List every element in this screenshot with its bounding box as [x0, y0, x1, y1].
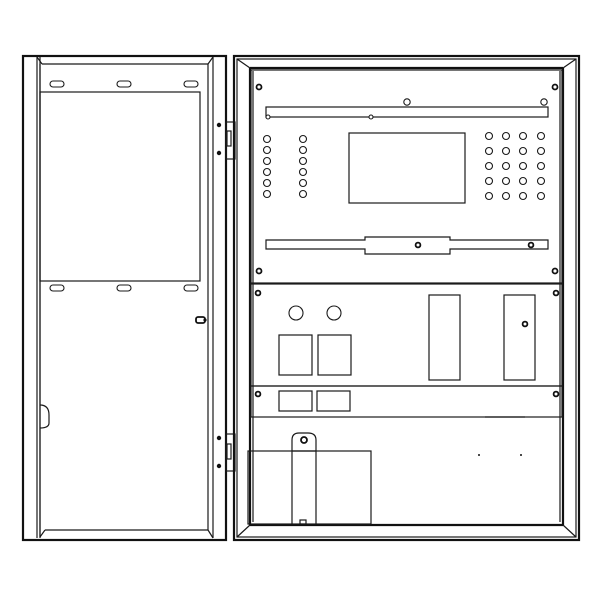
strip-module-1 — [278, 390, 313, 412]
middle-component-panel — [250, 283, 563, 387]
cabinet-body — [232, 54, 581, 542]
cabinet-door — [21, 54, 236, 542]
door-hinge-top — [216, 121, 236, 160]
tall-module-2 — [503, 294, 536, 381]
tall-module-1 — [428, 294, 461, 381]
door-slots-middle — [49, 284, 199, 292]
round-indicator-2 — [326, 305, 342, 321]
door-window-panel — [39, 91, 201, 282]
top-mounting-rail — [265, 98, 549, 120]
mounting-box — [247, 450, 372, 525]
display-screen — [348, 132, 466, 204]
round-indicator-1 — [288, 305, 304, 321]
upper-control-panel — [250, 69, 563, 284]
square-module-2 — [317, 334, 352, 376]
door-handle[interactable] — [39, 404, 50, 429]
square-module-1 — [278, 334, 313, 376]
door-slots-top — [49, 80, 199, 88]
terminal-strip — [250, 385, 563, 418]
keypad-grid — [484, 131, 546, 201]
strip-module-2 — [316, 390, 351, 412]
mounting-bracket — [291, 432, 317, 524]
lower-compartment — [247, 432, 522, 525]
indicator-column-left-2 — [298, 134, 308, 199]
door-hinge-bottom — [216, 433, 236, 472]
indicator-column-left-1 — [262, 134, 272, 199]
bottom-mounting-rail — [265, 236, 549, 255]
